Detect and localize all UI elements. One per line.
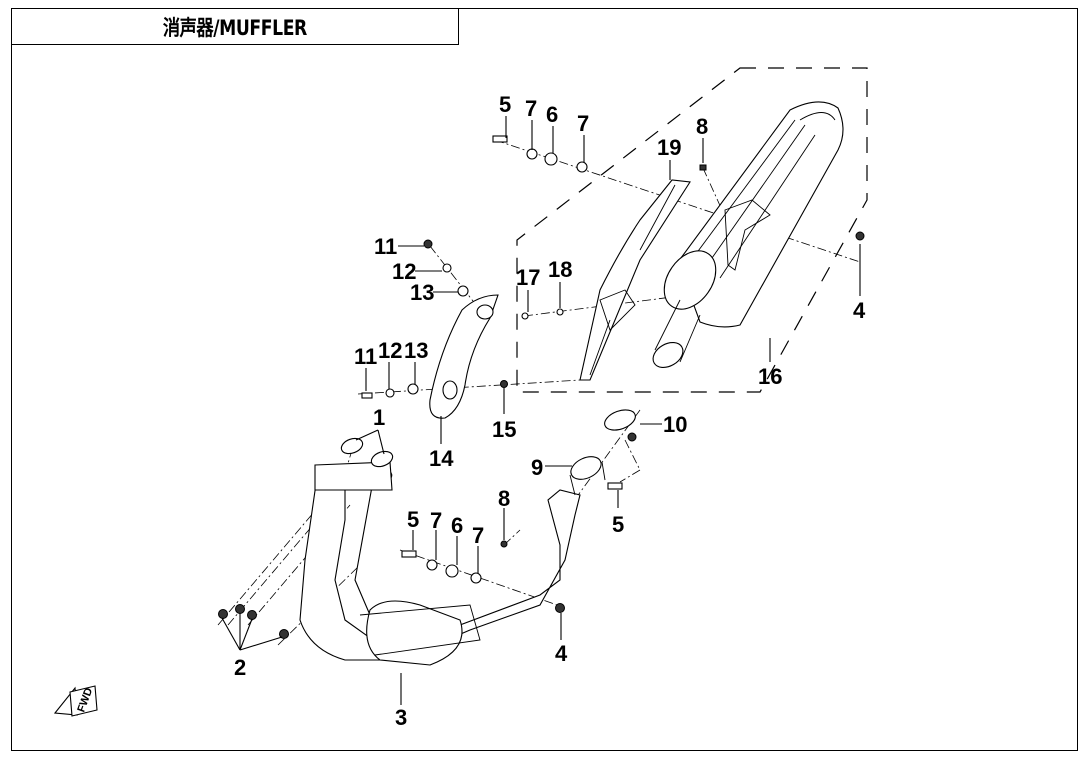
callout-13: 13 [410,280,434,305]
hardware-parts [361,135,865,613]
connector-pipe-9 [569,456,606,496]
callout-15: 15 [492,417,516,442]
callout-7: 7 [430,508,442,533]
assembly-16-boundary [516,67,868,393]
bracket-14 [429,294,499,419]
heat-shield-19 [579,179,691,381]
callout-7: 7 [472,523,484,548]
callout-4: 4 [853,298,866,323]
clamp-10 [604,409,637,442]
leader-lines [221,116,861,705]
callout-6: 6 [451,513,463,538]
callout-18: 18 [548,257,572,282]
callout-16: 16 [758,364,782,389]
callout-19: 19 [657,135,681,160]
callout-2: 2 [234,655,246,680]
callout-12: 12 [392,259,416,284]
callout-1: 1 [373,405,385,430]
page-title: 消声器/MUFFLER [162,15,308,40]
callout-11: 11 [354,344,377,369]
title-box: 消声器/MUFFLER [11,8,459,45]
callout-labels: 5 7 6 7 8 19 4 17 18 16 11 12 13 11 12 1… [234,92,866,730]
callout-12: 12 [378,338,402,363]
callout-5: 5 [407,507,419,532]
callout-8: 8 [696,114,708,139]
callout-10: 10 [663,412,687,437]
callout-8: 8 [498,486,510,511]
muffler-body [652,101,844,368]
callout-6: 6 [546,102,558,127]
exhaust-header-3 [299,461,581,666]
callout-17: 17 [516,265,540,290]
callout-5: 5 [612,512,624,537]
drawing-frame [11,8,1078,751]
callout-13: 13 [404,338,428,363]
callout-14: 14 [429,446,454,471]
callout-3: 3 [395,705,407,730]
nuts-2 [218,604,289,639]
callout-7: 7 [525,96,537,121]
gaskets-1 [340,437,394,468]
callout-7: 7 [577,111,589,136]
callout-9: 9 [531,455,543,480]
callout-11: 11 [374,234,397,259]
callout-4: 4 [555,641,568,666]
fwd-arrow-icon: FWD [53,685,98,717]
callout-5: 5 [499,92,511,117]
